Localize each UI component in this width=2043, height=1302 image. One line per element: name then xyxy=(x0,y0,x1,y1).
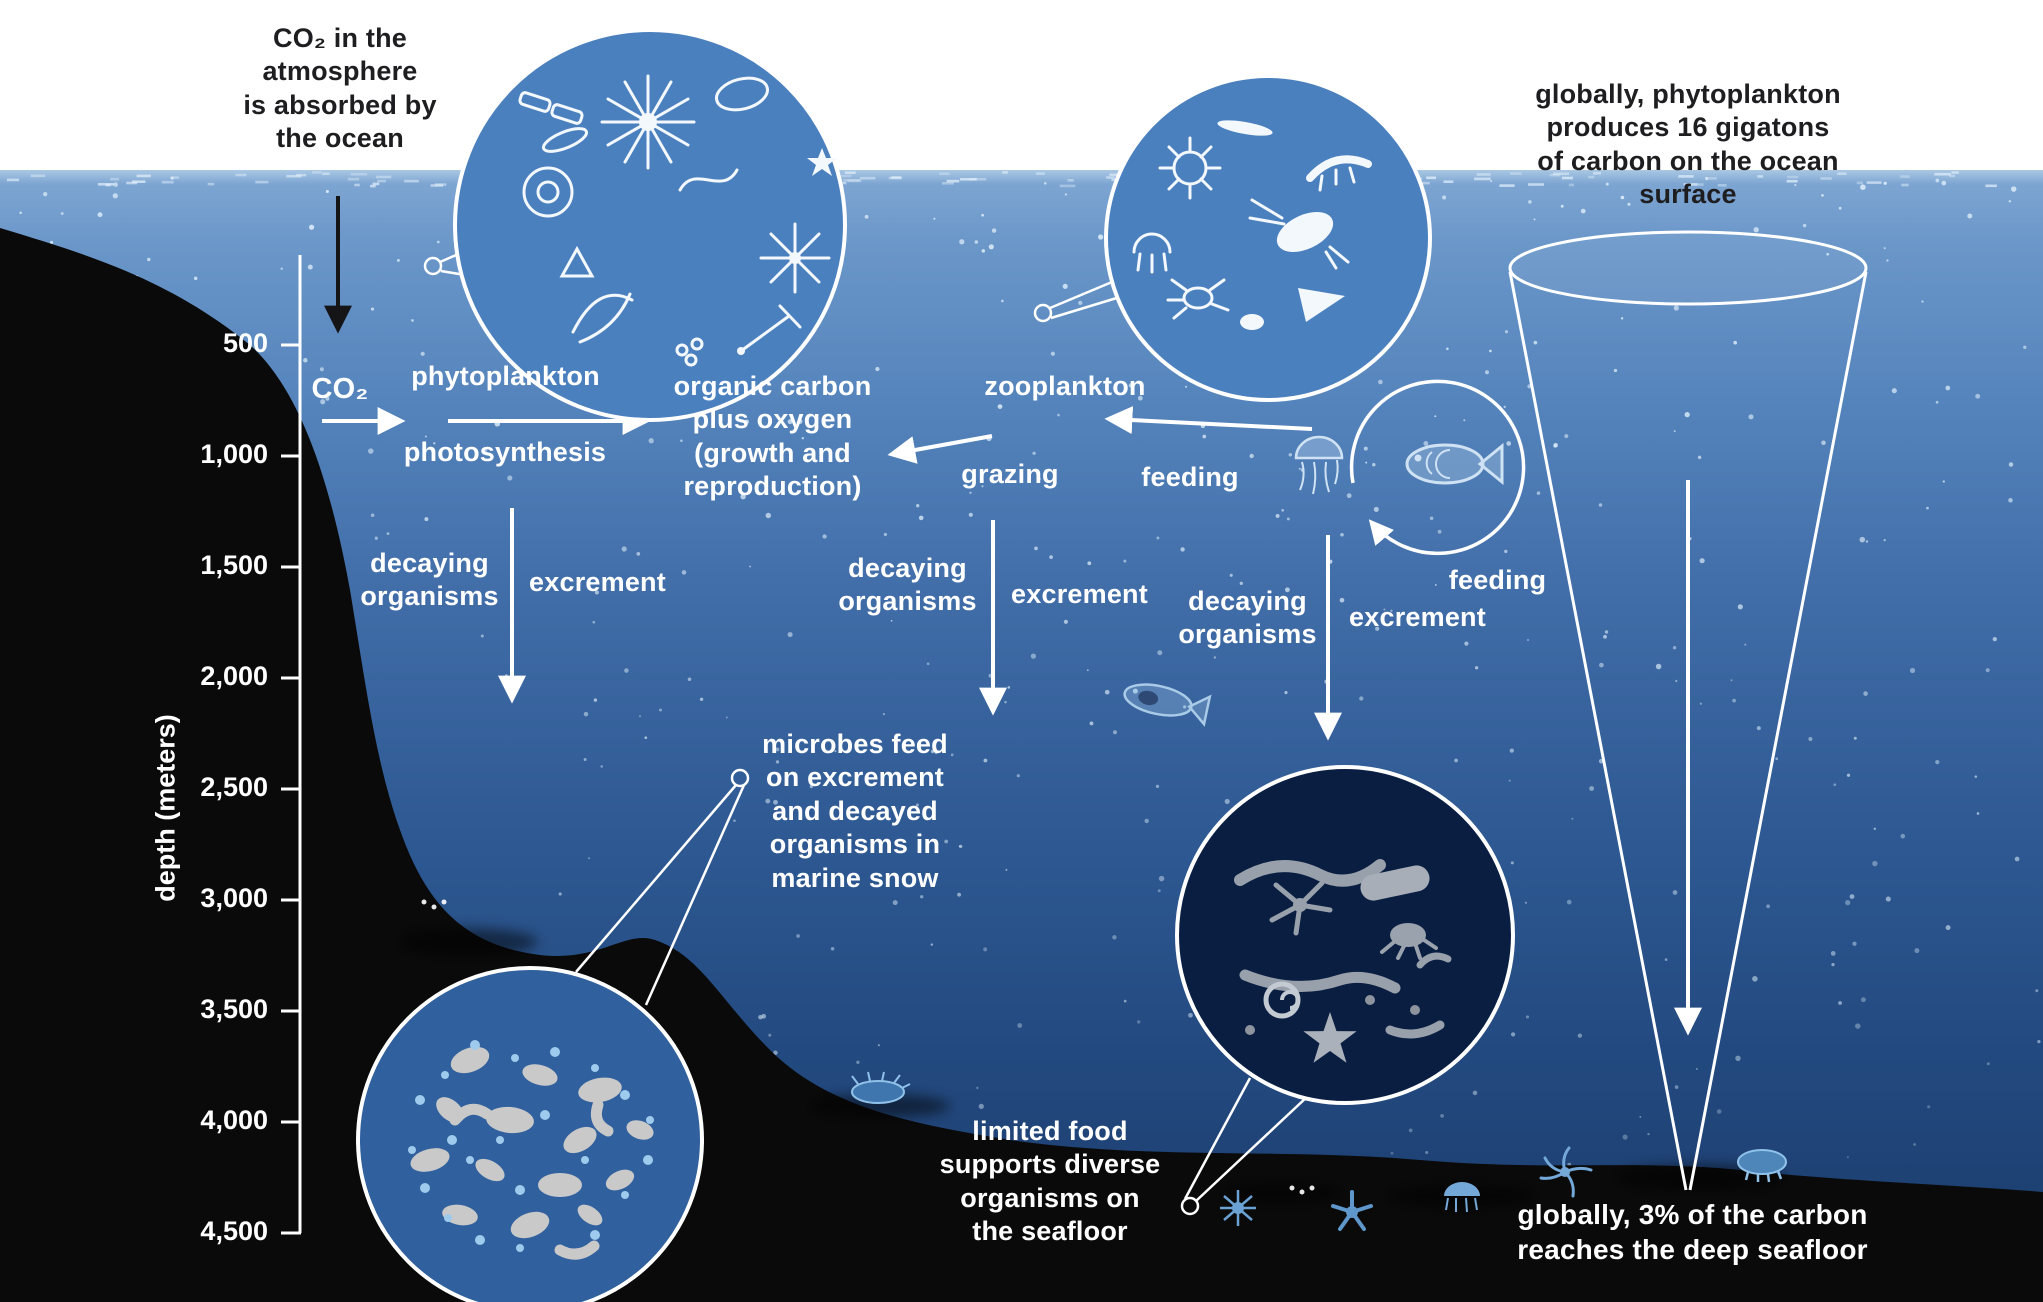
microbes-inset-icon xyxy=(356,966,704,1302)
atmosphere-note: CO₂ in the atmosphere is absorbed by the… xyxy=(243,23,437,154)
phytoplankton-inset-icon xyxy=(453,28,847,422)
zooplankton-label: zooplankton xyxy=(984,371,1146,401)
co2-label: CO₂ xyxy=(311,373,369,405)
depth-tick-2000: 2,000 xyxy=(200,661,268,691)
seafloor-organisms-inset-icon xyxy=(1175,765,1515,1105)
depth-tick-500: 500 xyxy=(222,328,268,358)
microbes-note: microbes feed on excrement and decayed o… xyxy=(762,729,948,893)
depth-tick-4000: 4,000 xyxy=(200,1105,268,1135)
carbon-flux-funnel-icon xyxy=(1508,230,1868,1191)
limited-food-note: limited food supports diverse organisms … xyxy=(939,1116,1161,1247)
global-seafloor-note: globally, 3% of the carbon reaches the d… xyxy=(1517,1199,1868,1265)
sea-pig-icon xyxy=(1737,1149,1787,1183)
excrement-right-label: excrement xyxy=(1349,602,1486,632)
callout-leaders xyxy=(423,250,1309,1216)
flow-arrows xyxy=(322,406,1342,741)
excrement-mid-label: excrement xyxy=(1011,579,1148,609)
decaying-left-label: decaying organisms xyxy=(360,548,499,612)
depth-tick-1500: 1,500 xyxy=(200,550,268,580)
fish-icon xyxy=(1405,442,1504,486)
depth-tick-3500: 3,500 xyxy=(200,994,268,1024)
depth-tick-4500: 4,500 xyxy=(200,1216,268,1246)
photosynthesis-label: photosynthesis xyxy=(403,437,607,467)
depth-axis-title: depth (meters) xyxy=(150,714,181,902)
feeding-loop xyxy=(1294,379,1526,556)
feeding-upper-label: feeding xyxy=(1141,462,1239,492)
decaying-right-label: decaying organisms xyxy=(1178,586,1317,650)
sea-urchin-icon xyxy=(1220,1190,1256,1226)
seafloor-creatures xyxy=(421,899,1787,1231)
global-production-note: globally, phytoplankton produces 16 giga… xyxy=(1535,79,1841,210)
brittle-star-icon xyxy=(1539,1146,1593,1198)
sea-cucumber-icon xyxy=(851,1071,911,1104)
feeding-lower-label: feeding xyxy=(1448,565,1547,595)
organic-carbon-label: organic carbon plus oxygen (growth and r… xyxy=(673,371,872,502)
depth-tick-2500: 2,500 xyxy=(200,772,268,802)
benthic-jellyfish-icon xyxy=(1444,1182,1480,1213)
phytoplankton-label: phytoplankton xyxy=(411,361,600,391)
sinking-dead-fish-icon xyxy=(1123,683,1212,727)
jellyfish-icon xyxy=(1294,435,1344,495)
sediment-specks xyxy=(421,899,1315,1195)
depth-tick-3000: 3,000 xyxy=(200,883,268,913)
sea-star-icon xyxy=(1331,1190,1373,1231)
zooplankton-inset-icon xyxy=(1104,74,1432,402)
excrement-left-label: excrement xyxy=(529,567,666,597)
depth-tick-1000: 1,000 xyxy=(200,439,268,469)
decaying-mid-label: decaying organisms xyxy=(838,553,977,617)
depth-axis xyxy=(281,255,302,1235)
grazing-label: grazing xyxy=(961,459,1059,489)
